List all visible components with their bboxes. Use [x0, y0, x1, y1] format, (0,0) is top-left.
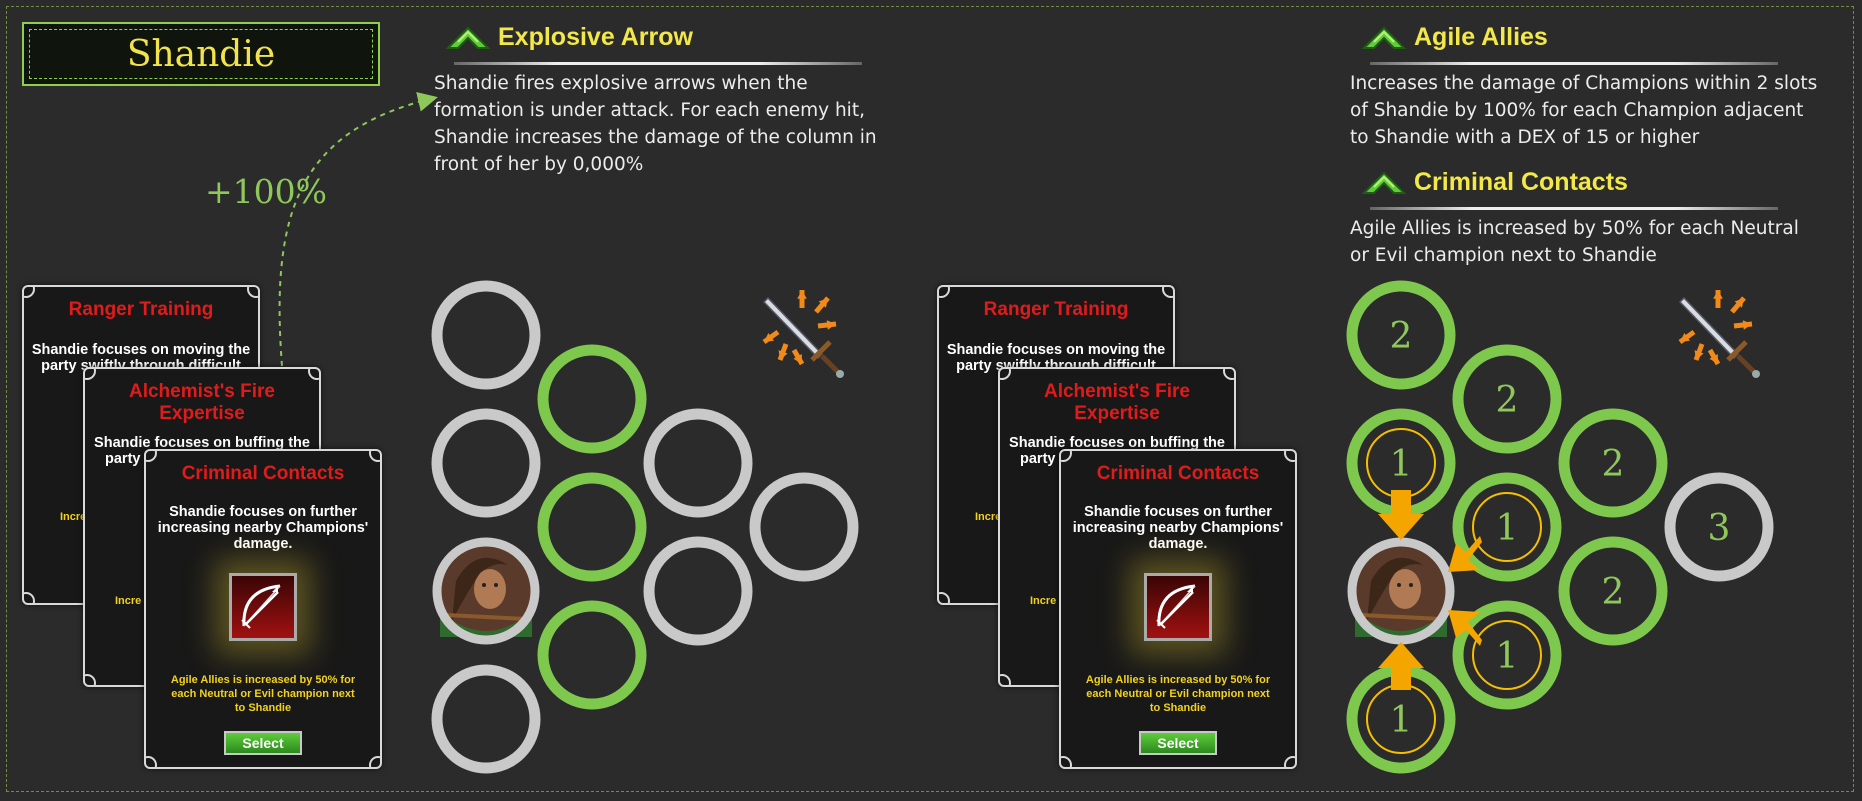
heading-underline: [454, 62, 862, 65]
select-button[interactable]: Select: [224, 731, 302, 755]
desc-line: of Shandie by 100% for each Champion adj…: [1350, 100, 1804, 121]
card-title: Criminal Contacts: [1096, 463, 1260, 484]
card-title-line: Alchemist's Fire: [1043, 381, 1191, 402]
card-title: Ranger Training: [68, 299, 214, 320]
card-effect-fragment: Incre: [115, 595, 142, 607]
select-button[interactable]: Select: [1139, 731, 1217, 755]
heading-agile-allies: Agile Allies: [1362, 22, 1778, 65]
heading-criminal-contacts: Criminal Contacts: [1362, 167, 1778, 210]
hero-name-box: Shandie: [22, 22, 380, 86]
heading-title: Criminal Contacts: [1414, 167, 1628, 196]
card-body-line: party: [1020, 451, 1056, 467]
green-chevron-up-icon: [1362, 26, 1406, 49]
agile-allies-description: Increases the damage of Champions within…: [1350, 70, 1817, 151]
card-effect-line: Agile Allies is increased by 50% for: [170, 674, 356, 686]
card-body-line: damage.: [233, 536, 293, 552]
desc-line: or Evil champion next to Shandie: [1350, 245, 1657, 266]
card-body-line: Shandie focuses on buffing the: [94, 435, 310, 451]
desc-line: Increases the damage of Champions within…: [1350, 73, 1818, 94]
desc-line: to Shandie with a DEX of 15 or higher: [1350, 127, 1700, 148]
card-body-line: increasing nearby Champions': [1072, 520, 1284, 536]
card-body-line: Shandie focuses on further: [1084, 504, 1272, 520]
card-body-line: increasing nearby Champions': [157, 520, 369, 536]
criminal-contacts-description: Agile Allies is increased by 50% for eac…: [1350, 215, 1799, 269]
card-effect-fragment: Incre: [60, 511, 87, 523]
card-criminal-contacts[interactable]: Criminal Contacts Shandie focuses on fur…: [1059, 449, 1297, 769]
desc-line: Agile Allies is increased by 50% for eac…: [1350, 218, 1799, 239]
hero-name: Shandie: [126, 33, 276, 75]
heading-title: Agile Allies: [1414, 22, 1548, 51]
card-effect-line: to Shandie: [234, 702, 292, 714]
card-effect-fragment: Incre: [975, 511, 1002, 523]
card-effect-line: Agile Allies is increased by 50% for: [1085, 674, 1271, 686]
card-body-line: Shandie focuses on moving the: [946, 342, 1166, 358]
card-title: Criminal Contacts: [181, 463, 345, 484]
card-body-line: Shandie focuses on further: [169, 504, 357, 520]
bonus-percent-label: +100%: [205, 172, 327, 211]
card-title-line: Expertise: [1074, 403, 1160, 424]
heading-underline: [1370, 62, 1778, 65]
card-effect-line: each Neutral or Evil champion next: [1086, 688, 1270, 700]
card-title-line: Expertise: [159, 403, 245, 424]
desc-line: front of her by 0,000%: [434, 154, 644, 175]
card-effect-line: to Shandie: [1149, 702, 1207, 714]
green-chevron-up-icon: [446, 26, 490, 49]
card-title: Ranger Training: [983, 299, 1129, 320]
explosive-arrow-description: Shandie fires explosive arrows when the …: [434, 70, 877, 178]
card-criminal-contacts[interactable]: Criminal Contacts Shandie focuses on fur…: [144, 449, 382, 769]
card-body-line: party: [105, 451, 141, 467]
outer-frame: [6, 6, 1854, 792]
bow-arrow-icon: [1144, 573, 1212, 641]
desc-line: Shandie fires explosive arrows when the: [434, 73, 808, 94]
card-effect-line: each Neutral or Evil champion next: [171, 688, 355, 700]
card-title-line: Alchemist's Fire: [128, 381, 276, 402]
card-effect-fragment: Incre: [1030, 595, 1057, 607]
card-body-line: Shandie focuses on buffing the: [1009, 435, 1225, 451]
heading-underline: [1370, 207, 1778, 210]
desc-line: formation is under attack. For each enem…: [434, 100, 865, 121]
card-body-line: Shandie focuses on moving the: [31, 342, 251, 358]
heading-title: Explosive Arrow: [498, 22, 693, 51]
green-chevron-up-icon: [1362, 171, 1406, 194]
card-body-line: damage.: [1148, 536, 1208, 552]
desc-line: Shandie increases the damage of the colu…: [434, 127, 877, 148]
bow-arrow-icon: [229, 573, 297, 641]
heading-explosive-arrow: Explosive Arrow: [446, 22, 862, 65]
